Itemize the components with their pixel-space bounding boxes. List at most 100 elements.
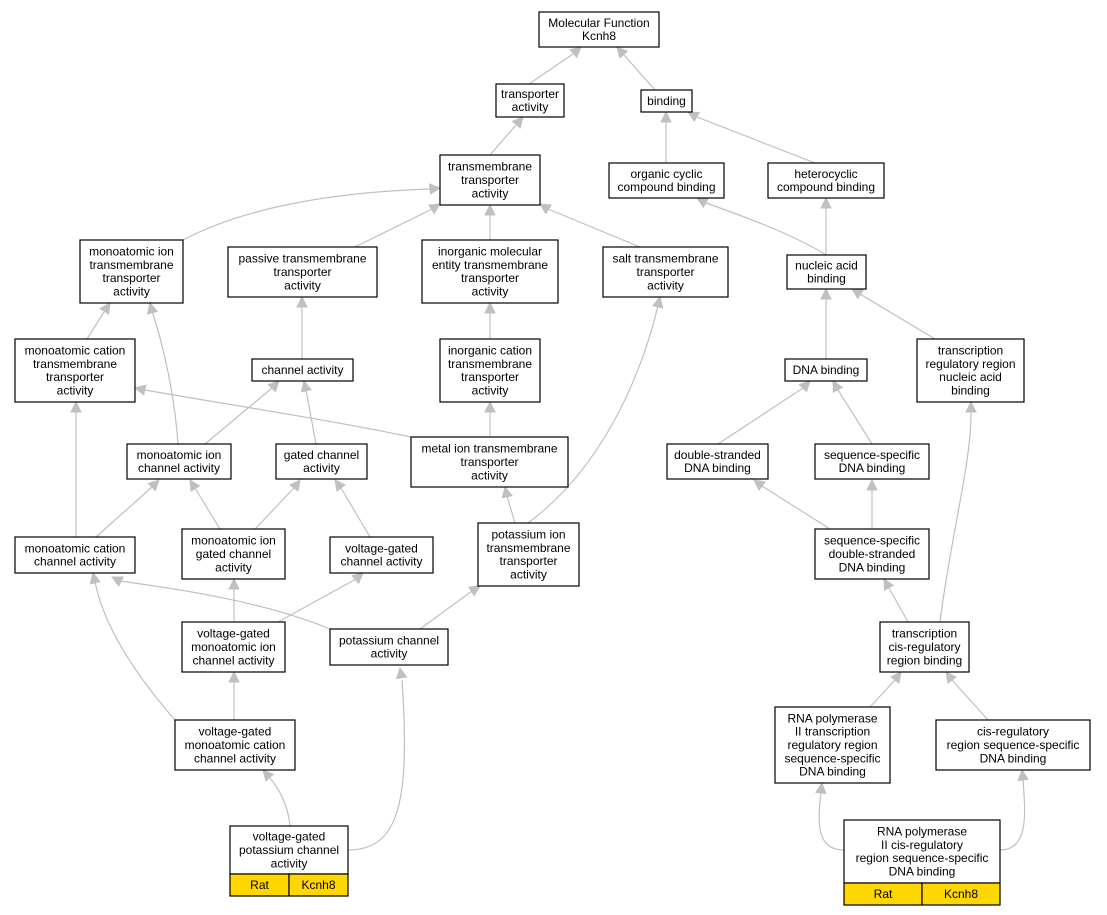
go-term-node-bind[interactable]: binding <box>640 89 693 113</box>
edge-ocb-to-bind <box>660 110 672 163</box>
edge-line <box>528 53 574 85</box>
go-term-node-icta[interactable]: inorganic cationtransmembranetransporter… <box>439 338 541 403</box>
edge-line <box>696 116 816 164</box>
edge-line <box>94 581 176 721</box>
arrowhead-icon <box>395 666 408 680</box>
node-label-line: sequence-specific <box>784 751 880 765</box>
node-label-line: heterocyclic <box>794 167 857 181</box>
go-term-node-moitta[interactable]: monoatomic iontransmembranetransporterac… <box>79 239 184 304</box>
node-box <box>814 443 930 480</box>
edge-line <box>277 578 357 623</box>
arrowhead-icon <box>660 110 672 123</box>
edge-mcca-to-moica <box>95 479 160 538</box>
edge-moica-to-moitta <box>146 301 179 445</box>
edge-crrss-to-tcrrb <box>945 671 989 721</box>
node-label-line: DNA binding <box>889 864 956 878</box>
node-label-line: DNA binding <box>799 765 866 779</box>
go-term-node-ca[interactable]: channel activity <box>251 358 354 382</box>
arrowhead-icon <box>945 671 957 684</box>
node-box <box>439 338 541 403</box>
go-term-node-mctta[interactable]: monoatomic cationtransmembranetransporte… <box>14 338 136 403</box>
arrowhead-icon <box>652 295 664 309</box>
edge-tcrrb-to-ssdsdb <box>883 578 909 623</box>
edge-pitta-to-mitta <box>501 485 516 524</box>
arrowhead-icon <box>851 288 864 300</box>
edge-line <box>144 389 412 438</box>
edge-rp2cr-to-crrss <box>999 768 1029 851</box>
edge-line <box>623 54 656 91</box>
node-box <box>329 536 434 574</box>
node-label-line: transporter <box>461 173 519 187</box>
edge-vgmica-to-moigca <box>228 577 240 622</box>
node-box <box>439 154 541 206</box>
go-term-node-dnab[interactable]: DNA binding <box>784 358 868 382</box>
node-label-line: double-stranded <box>674 448 761 462</box>
node-box <box>181 621 286 673</box>
go-term-node-mitta[interactable]: metal ion transmembranetransporteractivi… <box>410 436 569 488</box>
node-label-line: entity transmembrane <box>432 258 548 272</box>
node-box <box>329 628 449 666</box>
arrowhead-icon <box>965 400 977 413</box>
arrowhead-icon <box>262 769 275 782</box>
node-label-line: activity <box>512 100 549 114</box>
go-term-node-pitta[interactable]: potassium iontransmembranetransporteract… <box>477 522 580 587</box>
node-label-line: RNA polymerase <box>877 825 967 839</box>
node-label-line: channel activity <box>340 555 422 569</box>
edge-tcrrb-to-trrnab <box>939 400 977 623</box>
node-label-line: activity <box>472 383 509 397</box>
node-label-line: transporter <box>102 271 160 285</box>
edge-vgpca-to-pca <box>347 666 408 851</box>
node-box <box>251 358 354 382</box>
arrowhead-icon <box>133 384 147 396</box>
edge-ssdsdb-to-ssdb <box>866 478 878 529</box>
arrowhead-icon <box>501 485 513 499</box>
node-label-line: channel activity <box>194 751 276 765</box>
arrowhead-icon <box>189 479 201 492</box>
node-label-line: salt transmembrane <box>612 252 718 266</box>
arrowhead-icon <box>883 578 895 591</box>
edge-line <box>151 310 179 445</box>
node-box <box>602 246 729 298</box>
node-box <box>227 246 378 298</box>
arrowhead-icon <box>267 380 280 393</box>
arrowhead-icon <box>866 478 878 491</box>
edge-line <box>354 208 433 248</box>
node-label-line: activity <box>284 278 321 292</box>
edge-mitta-to-icta <box>484 400 496 437</box>
node-label-line: II cis-regulatory <box>881 838 963 852</box>
edge-line <box>119 580 331 630</box>
node-box <box>774 706 891 784</box>
edge-gca-to-ca <box>300 379 317 445</box>
edge-trrnab-to-nab <box>851 288 936 340</box>
node-label-line: activity <box>472 186 509 200</box>
node-label-line: activity <box>471 468 508 482</box>
node-box <box>126 443 232 480</box>
node-label-line: potassium channel <box>239 843 339 857</box>
